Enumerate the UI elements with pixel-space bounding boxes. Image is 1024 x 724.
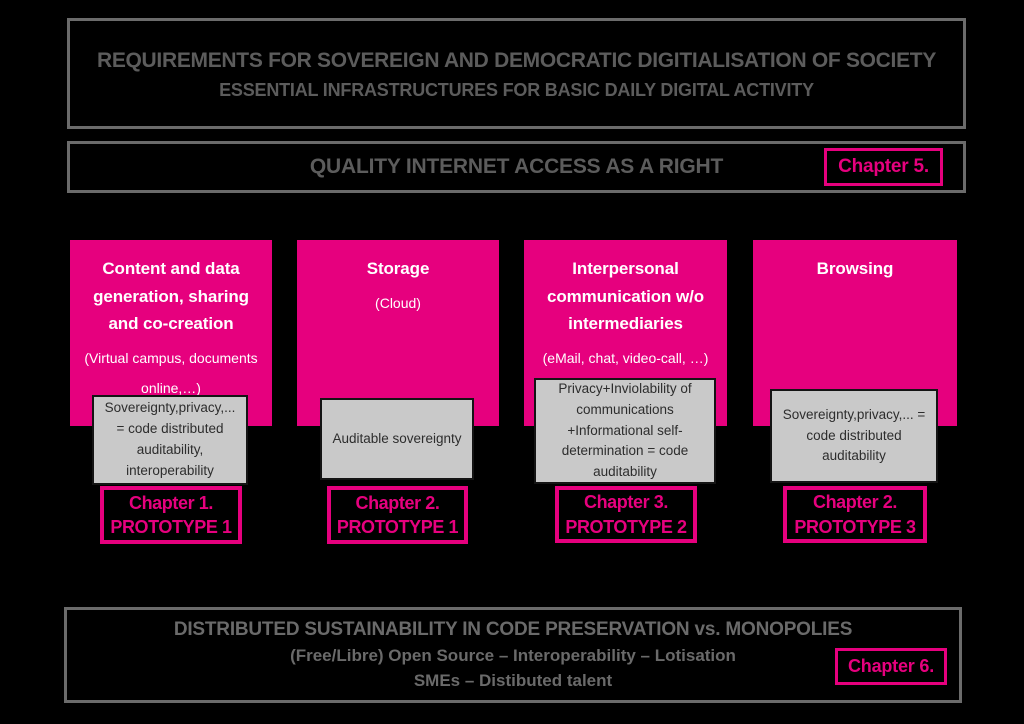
note-text: Auditable sovereignty	[332, 430, 462, 446]
internet-access-title: QUALITY INTERNET ACCESS AS A RIGHT	[309, 155, 724, 178]
footer-line-1: DISTRIBUTED SUSTAINABILITY IN CODE PRESE…	[173, 619, 853, 640]
column-subtitle: (Virtual campus, documents online,…)	[84, 349, 258, 396]
chapter-label: Chapter 2.	[812, 492, 898, 513]
note-text: Sovereignty,privacy,... = code distribut…	[104, 400, 236, 478]
prototype-badge-3: Chapter 3. PROTOTYPE 2	[555, 486, 697, 543]
note-text: Sovereignty,privacy,... = code distribut…	[782, 406, 926, 464]
column-storage: Storage (Cloud)	[297, 240, 499, 426]
page-subtitle: ESSENTIAL INFRASTRUCTURES FOR BASIC DAIL…	[219, 80, 814, 101]
prototype-label: PROTOTYPE 3	[794, 516, 916, 537]
header-box: REQUIREMENTS FOR SOVEREIGN AND DEMOCRATI…	[67, 18, 966, 129]
column-subtitle: (Cloud)	[375, 294, 421, 311]
prototype-label: PROTOTYPE 2	[565, 516, 687, 537]
prototype-label: PROTOTYPE 1	[336, 517, 459, 537]
column-title: Interpersonal communication w/o intermed…	[547, 259, 704, 334]
note-browsing: Sovereignty,privacy,... = code distribut…	[770, 389, 938, 483]
chapter-5-badge: Chapter 5.	[824, 148, 943, 186]
column-title: Content and data generation, sharing and…	[93, 259, 249, 334]
column-subtitle: (eMail, chat, video-call, …)	[542, 349, 709, 366]
column-title: Storage	[366, 259, 430, 278]
footer-line-3: SMEs – Distibuted talent	[413, 671, 613, 690]
note-storage: Auditable sovereignty	[320, 398, 474, 480]
prototype-badge-2: Chapter 2. PROTOTYPE 1	[327, 486, 468, 544]
prototype-badge-4: Chapter 2. PROTOTYPE 3	[783, 486, 927, 543]
note-content-generation: Sovereignty,privacy,... = code distribut…	[92, 395, 248, 485]
footer-line-2: (Free/Libre) Open Source – Interoperabil…	[290, 646, 736, 665]
internet-access-bar: QUALITY INTERNET ACCESS AS A RIGHT Chapt…	[67, 141, 966, 193]
chapter-label: Chapter 3.	[583, 492, 669, 513]
chapter-6-badge: Chapter 6.	[834, 648, 947, 685]
column-title: Browsing	[816, 259, 894, 278]
footer-box: DISTRIBUTED SUSTAINABILITY IN CODE PRESE…	[64, 607, 962, 703]
prototype-label: PROTOTYPE 1	[110, 517, 232, 537]
chapter-label: Chapter 2.	[355, 492, 440, 513]
chapter-label: Chapter 1.	[128, 492, 214, 513]
prototype-badge-1: Chapter 1. PROTOTYPE 1	[100, 486, 242, 544]
note-text: Privacy+Inviolability of communications …	[558, 380, 692, 480]
note-interpersonal-communication: Privacy+Inviolability of communications …	[534, 378, 716, 484]
page-title: REQUIREMENTS FOR SOVEREIGN AND DEMOCRATI…	[96, 48, 937, 72]
